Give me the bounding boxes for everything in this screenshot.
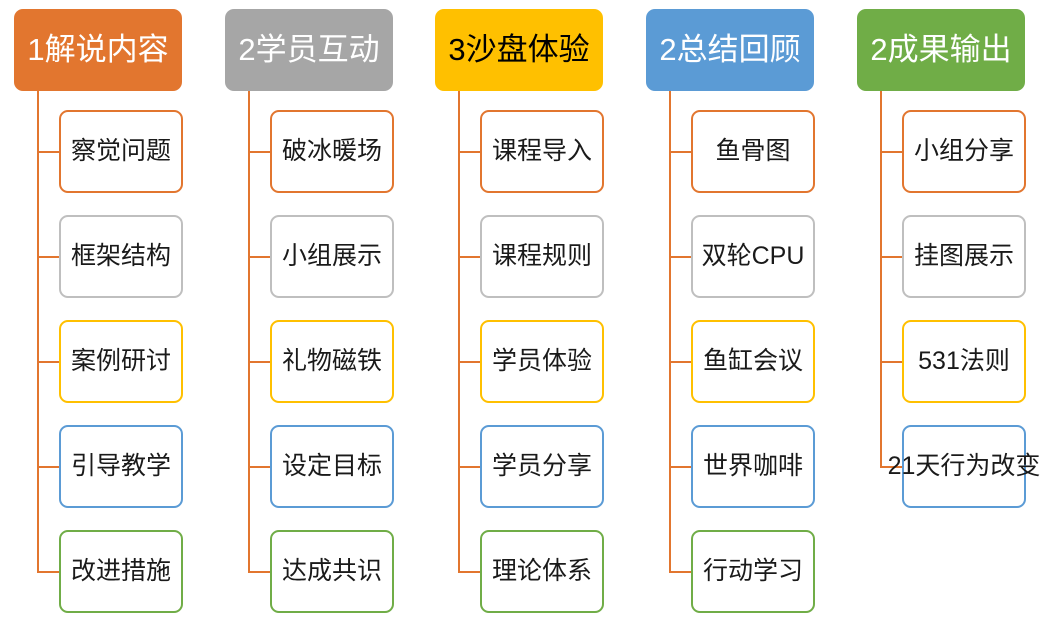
column-header-label: 3沙盘体验 xyxy=(448,31,590,67)
node-label: 小组分享 xyxy=(913,137,1014,166)
node-label: 达成共识 xyxy=(281,557,382,586)
connector-tick xyxy=(669,255,691,258)
node-card[interactable]: 案例研讨 xyxy=(59,320,183,403)
connector-tick xyxy=(37,570,59,573)
node-label: 课程导入 xyxy=(491,137,592,166)
node-card[interactable]: 达成共识 xyxy=(270,530,394,613)
node-label: 鱼骨图 xyxy=(715,137,791,166)
connector-tick xyxy=(669,465,691,468)
node-card[interactable]: 挂图展示 xyxy=(902,215,1026,298)
connector-stem xyxy=(669,91,671,572)
column-header-label: 2总结回顾 xyxy=(659,31,801,67)
connector-tick xyxy=(458,570,480,573)
node-card[interactable]: 小组展示 xyxy=(270,215,394,298)
column-header-3[interactable]: 3沙盘体验 xyxy=(435,9,603,91)
node-label: 设定目标 xyxy=(281,452,382,481)
column-5: 2成果输出小组分享挂图展示 531法则 21天行为改变 xyxy=(843,0,1053,629)
node-card[interactable]: 改进措施 xyxy=(59,530,183,613)
node-label: 破冰暖场 xyxy=(281,137,382,166)
node-card[interactable]: 小组分享 xyxy=(902,110,1026,193)
node-card[interactable]: 鱼骨图 xyxy=(691,110,815,193)
node-card[interactable]: 礼物磁铁 xyxy=(270,320,394,403)
column-4: 2总结回顾鱼骨图双轮CPU 鱼缸会议世界咖啡行动学习 xyxy=(632,0,842,629)
node-label: 案例研讨 xyxy=(70,347,171,376)
node-card[interactable]: 21天行为改变 xyxy=(888,425,1040,508)
node-label: 学员分享 xyxy=(491,452,592,481)
column-header-label: 2学员互动 xyxy=(238,31,380,67)
column-2: 2学员互动破冰暖场小组展示礼物磁铁设定目标达成共识 xyxy=(211,0,421,629)
node-card[interactable]: 学员体验 xyxy=(480,320,604,403)
connector-tick xyxy=(248,360,270,363)
column-3: 3沙盘体验课程导入课程规则学员体验学员分享理论体系 xyxy=(421,0,631,629)
column-header-5[interactable]: 2成果输出 xyxy=(857,9,1025,91)
connector-tick xyxy=(37,360,59,363)
node-card[interactable]: 引导教学 xyxy=(59,425,183,508)
node-card[interactable]: 世界咖啡 xyxy=(691,425,815,508)
node-label: 改进措施 xyxy=(70,557,171,586)
node-label: 察觉问题 xyxy=(70,137,171,166)
connector-tick xyxy=(248,570,270,573)
connector-tick xyxy=(880,150,902,153)
node-card[interactable]: 察觉问题 xyxy=(59,110,183,193)
node-card[interactable]: 设定目标 xyxy=(270,425,394,508)
connector-tick xyxy=(669,150,691,153)
column-header-label: 1解说内容 xyxy=(27,31,169,67)
connector-tick xyxy=(669,570,691,573)
connector-tick xyxy=(458,465,480,468)
connector-tick xyxy=(669,360,691,363)
connector-tick xyxy=(248,150,270,153)
column-header-label: 2成果输出 xyxy=(870,31,1012,67)
node-card[interactable]: 双轮CPU xyxy=(691,215,815,298)
connector-tick xyxy=(37,255,59,258)
node-card[interactable]: 531法则 xyxy=(902,320,1026,403)
connector-tick xyxy=(37,465,59,468)
connector-tick xyxy=(248,465,270,468)
connector-tick xyxy=(880,255,902,258)
node-card[interactable]: 课程规则 xyxy=(480,215,604,298)
node-label: 挂图展示 xyxy=(913,242,1014,271)
node-card[interactable]: 理论体系 xyxy=(480,530,604,613)
node-label: 学员体验 xyxy=(491,347,592,376)
node-card[interactable]: 框架结构 xyxy=(59,215,183,298)
connector-stem xyxy=(880,91,882,467)
column-header-1[interactable]: 1解说内容 xyxy=(14,9,182,91)
node-card[interactable]: 课程导入 xyxy=(480,110,604,193)
node-label: 礼物磁铁 xyxy=(281,347,382,376)
column-header-4[interactable]: 2总结回顾 xyxy=(646,9,814,91)
column-header-2[interactable]: 2学员互动 xyxy=(225,9,393,91)
node-label: 531法则 xyxy=(918,347,1010,376)
node-card[interactable]: 学员分享 xyxy=(480,425,604,508)
connector-tick xyxy=(458,255,480,258)
connector-tick xyxy=(458,150,480,153)
node-label: 课程规则 xyxy=(491,242,592,271)
node-label: 21天行为改变 xyxy=(887,452,1041,481)
column-1: 1解说内容察觉问题框架结构案例研讨引导教学改进措施 xyxy=(0,0,210,629)
connector-tick xyxy=(458,360,480,363)
connector-stem xyxy=(248,91,250,572)
node-label: 框架结构 xyxy=(70,242,171,271)
node-label: 世界咖啡 xyxy=(702,452,803,481)
connector-tick xyxy=(880,360,902,363)
node-label: 引导教学 xyxy=(70,452,171,481)
node-label: 行动学习 xyxy=(702,557,803,586)
node-label: 理论体系 xyxy=(491,557,592,586)
node-card[interactable]: 鱼缸会议 xyxy=(691,320,815,403)
connector-stem xyxy=(458,91,460,572)
node-label: 双轮CPU xyxy=(701,242,805,271)
node-card[interactable]: 行动学习 xyxy=(691,530,815,613)
node-label: 小组展示 xyxy=(281,242,382,271)
node-label: 鱼缸会议 xyxy=(702,347,803,376)
connector-tick xyxy=(248,255,270,258)
connector-stem xyxy=(37,91,39,572)
node-card[interactable]: 破冰暖场 xyxy=(270,110,394,193)
connector-tick xyxy=(880,465,902,468)
connector-tick xyxy=(37,150,59,153)
